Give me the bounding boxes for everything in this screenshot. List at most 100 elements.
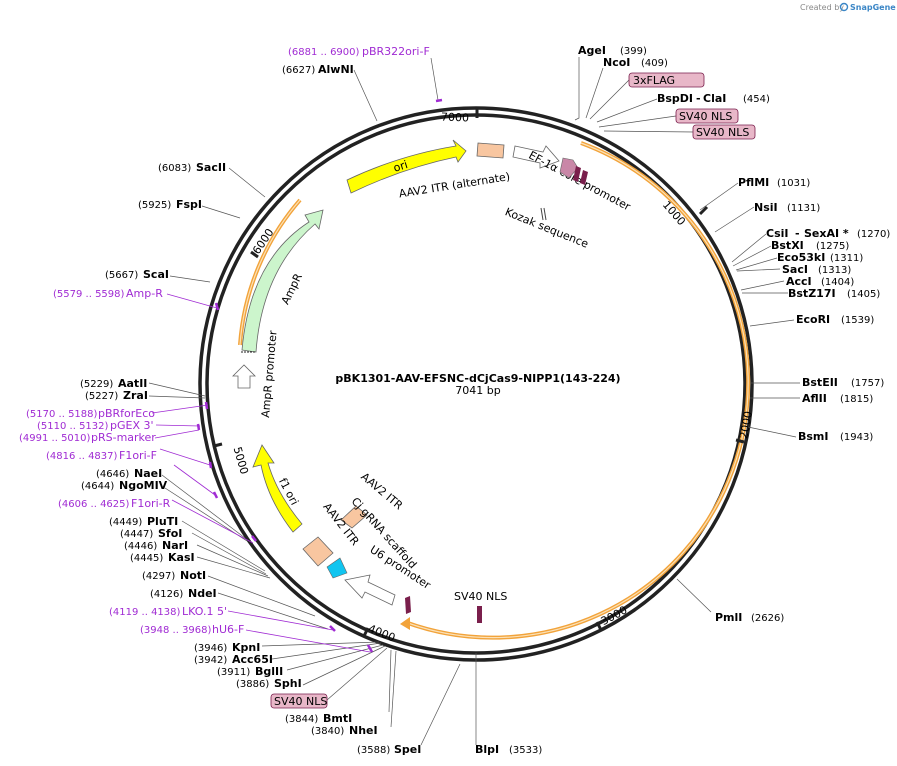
site-blpI: BlpI xyxy=(475,743,499,756)
ori-arrow xyxy=(346,139,467,194)
site-pmlI-pos: (2626) xyxy=(751,613,784,624)
site-ncoI-pos: (409) xyxy=(641,58,668,69)
primer-pbr322ori-f: pBR322ori-F xyxy=(362,45,430,58)
box-sv40-nls-3-label: SV40 NLS xyxy=(274,695,327,708)
primer-ticks xyxy=(196,98,443,653)
nls-marker-4 xyxy=(477,606,482,623)
site-nheI: NheI xyxy=(349,724,378,737)
u6-arrow xyxy=(344,574,396,606)
plasmid-length: 7041 bp xyxy=(455,384,500,397)
site-naeI: NaeI xyxy=(134,467,162,480)
site-plutI: PluTI xyxy=(147,515,178,528)
ruler-label-2000: 2000 xyxy=(737,410,755,440)
site-pflmI: PflMI xyxy=(738,176,769,189)
site-ndeI: NdeI xyxy=(188,587,217,600)
site-bglII-pos: (3911) xyxy=(217,667,250,678)
site-bmtI-pos: (3844) xyxy=(285,714,318,725)
site-bsteII: BstEII xyxy=(802,376,838,389)
box-sv40-nls-2-label: SV40 NLS xyxy=(696,126,749,139)
primer-amp-r-range: (5579 .. 5598) xyxy=(53,289,125,300)
u6-marker xyxy=(326,557,348,579)
site-bmtI: BmtI xyxy=(323,712,352,725)
primer-pgex3: pGEX 3' xyxy=(110,419,154,432)
site-speI: SpeI xyxy=(394,743,421,756)
site-ncoI: NcoI xyxy=(603,56,630,69)
site-nheI-pos: (3840) xyxy=(311,726,344,737)
primer-f1ori-r-range: (4606 .. 4625) xyxy=(58,499,130,510)
site-sexaI: SexAI * xyxy=(804,227,849,240)
site-scaI-pos: (5667) xyxy=(105,270,138,281)
site-bstz17I-pos: (1405) xyxy=(847,289,880,300)
primer-amp-r: Amp-R xyxy=(126,287,163,300)
leader-lines xyxy=(148,57,800,746)
site-fspI: FspI xyxy=(176,198,202,211)
ruler-label-4000: 4000 xyxy=(366,622,397,645)
box-sv40-nls-2 xyxy=(692,124,756,140)
nls-marker-1 xyxy=(573,166,581,182)
site-bspdi: BspDI xyxy=(657,92,693,105)
site-ngomIV-pos: (4644) xyxy=(81,481,114,492)
site-bglII: BglII xyxy=(255,665,283,678)
ampr-promoter-arrow xyxy=(232,364,256,389)
site-aatII-pos: (5229) xyxy=(80,379,113,390)
site-naeI-pos: (4646) xyxy=(96,469,129,480)
site-pmlI: PmlI xyxy=(715,611,742,624)
site-notI-pos: (4297) xyxy=(142,571,175,582)
primer-hu6-f: hU6-F xyxy=(212,623,244,636)
site-notI: NotI xyxy=(180,569,206,582)
plasmid-name: pBK1301-AAV-EFSNC-dCjCas9-NIPP1(143-224) xyxy=(335,372,620,385)
aav-itr-alt-box xyxy=(476,142,505,159)
site-sfoI-pos: (4447) xyxy=(120,529,153,540)
site-accI-pos: (1404) xyxy=(821,277,854,288)
site-fspI-pos: (5925) xyxy=(138,200,171,211)
nls-marker-3 xyxy=(405,596,411,614)
site-csiI-pos: (1270) xyxy=(857,229,890,240)
site-sacI-pos: (1313) xyxy=(818,265,851,276)
primer-pgex3-range: (5110 .. 5132) xyxy=(37,421,109,432)
primer-hu6-f-range: (3948 .. 3968) xyxy=(140,625,212,636)
site-bstz17I: BstZ17I xyxy=(788,287,836,300)
primer-prs-marker-range: (4991 .. 5010) xyxy=(19,433,91,444)
site-sfoI: SfoI xyxy=(158,527,182,540)
primer-lines xyxy=(151,293,371,653)
site-narI: NarI xyxy=(162,539,188,552)
kozak-label: Kozak sequence xyxy=(503,205,590,250)
site-eco53kI-pos: (1311) xyxy=(830,253,863,264)
site-pflmI-pos: (1031) xyxy=(777,178,810,189)
primer-f1ori-r: F1ori-R xyxy=(131,497,171,510)
box-sv40-nls-3 xyxy=(270,693,328,709)
site-ecoRI-pos: (1539) xyxy=(841,315,874,326)
site-speI-pos: (3588) xyxy=(357,745,390,756)
orf-arcs xyxy=(238,141,751,640)
site-ageI-pos: (399) xyxy=(620,46,647,57)
site-acc65I-pos: (3942) xyxy=(194,655,227,666)
ampr-promoter-label: AmpR promoter xyxy=(259,330,280,419)
site-ngomIV: NgoMIV xyxy=(119,479,168,492)
site-nsiI: NsiI xyxy=(754,201,778,214)
f1-ori-arrow xyxy=(252,444,303,533)
svg-text:-: - xyxy=(795,227,800,240)
primer-pbrforeco: pBRforEco xyxy=(98,407,155,420)
ruler-label-7000: 7000 xyxy=(441,111,469,125)
box-3xflag-label: 3xFLAG xyxy=(633,74,675,87)
credit-prefix: Created by xyxy=(800,3,844,12)
ruler-label-5000: 5000 xyxy=(231,445,251,475)
site-aatII: AatII xyxy=(118,377,147,390)
ampr-label: AmpR xyxy=(279,271,305,307)
ampr-arrow xyxy=(241,209,324,353)
site-sphI: SphI xyxy=(274,677,302,690)
site-blpI-pos: (3533) xyxy=(509,745,542,756)
site-zraI: ZraI xyxy=(123,389,148,402)
primer-f1ori-f-range: (4816 .. 4837) xyxy=(46,451,118,462)
site-nsiI-pos: (1131) xyxy=(787,203,820,214)
primer-pbrforeco-range: (5170 .. 5188) xyxy=(26,409,98,420)
box-sv40-nls-1-label: SV40 NLS xyxy=(679,110,732,123)
site-bstxI: BstXI xyxy=(771,239,804,252)
sv40-inner-label: SV40 NLS xyxy=(454,590,507,603)
credit-brand: SnapGene xyxy=(850,3,896,12)
aav-itr-alt-label: AAV2 ITR (alternate) xyxy=(398,170,511,200)
site-afliI: AflII xyxy=(802,392,827,405)
svg-text:-: - xyxy=(696,92,701,105)
site-kasI: KasI xyxy=(168,551,195,564)
site-bstxI-pos: (1275) xyxy=(816,241,849,252)
